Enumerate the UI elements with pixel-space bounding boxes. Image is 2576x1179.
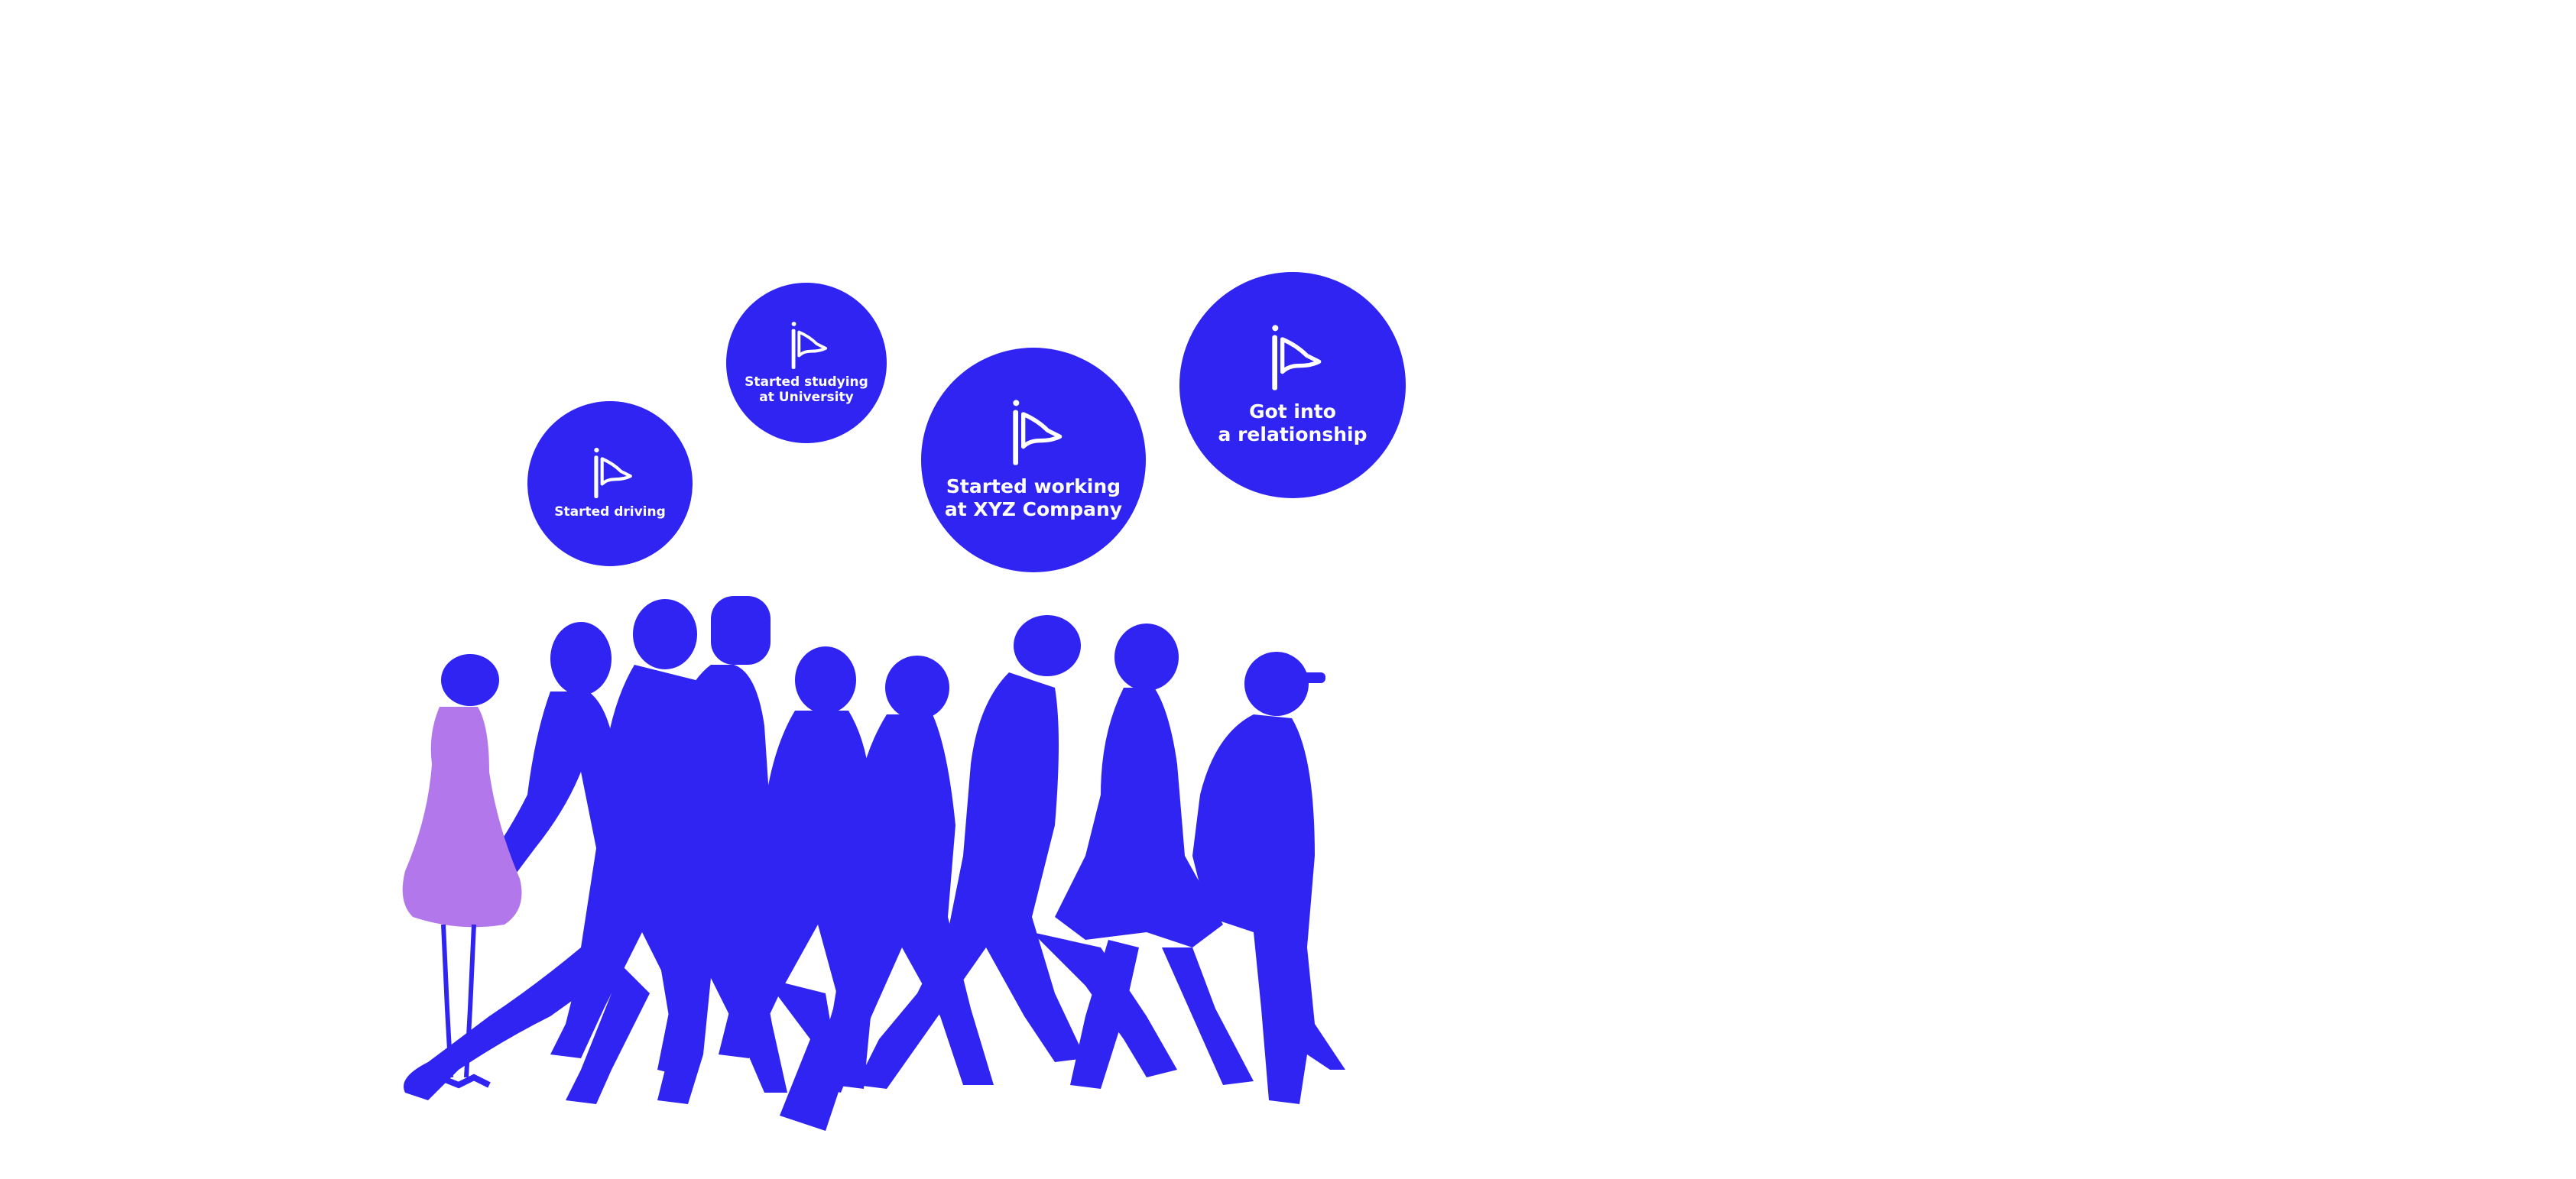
milestone-label: Started working at XYZ Company [944,475,1123,520]
milestone-started-working: Started working at XYZ Company [921,348,1146,572]
milestone-started-studying: Started studying at University [726,283,887,443]
milestone-label: Started studying at University [745,374,868,405]
flag-icon [594,447,632,498]
walking-person-silhouette [404,622,650,1104]
milestone-relationship: Got into a relationship [1179,272,1406,498]
walking-person-silhouette [719,646,871,1089]
walking-person-silhouette [1055,624,1254,1089]
milestone-label: Got into a relationship [1218,400,1367,445]
flag-icon [791,321,828,369]
flag-icon [1013,400,1063,465]
flag-icon [1272,325,1322,390]
milestone-started-driving: Started driving [527,401,693,566]
walking-person-silhouette [1192,652,1345,1104]
woman-in-dress-figure [402,654,522,1089]
milestone-label: Started driving [554,504,666,520]
